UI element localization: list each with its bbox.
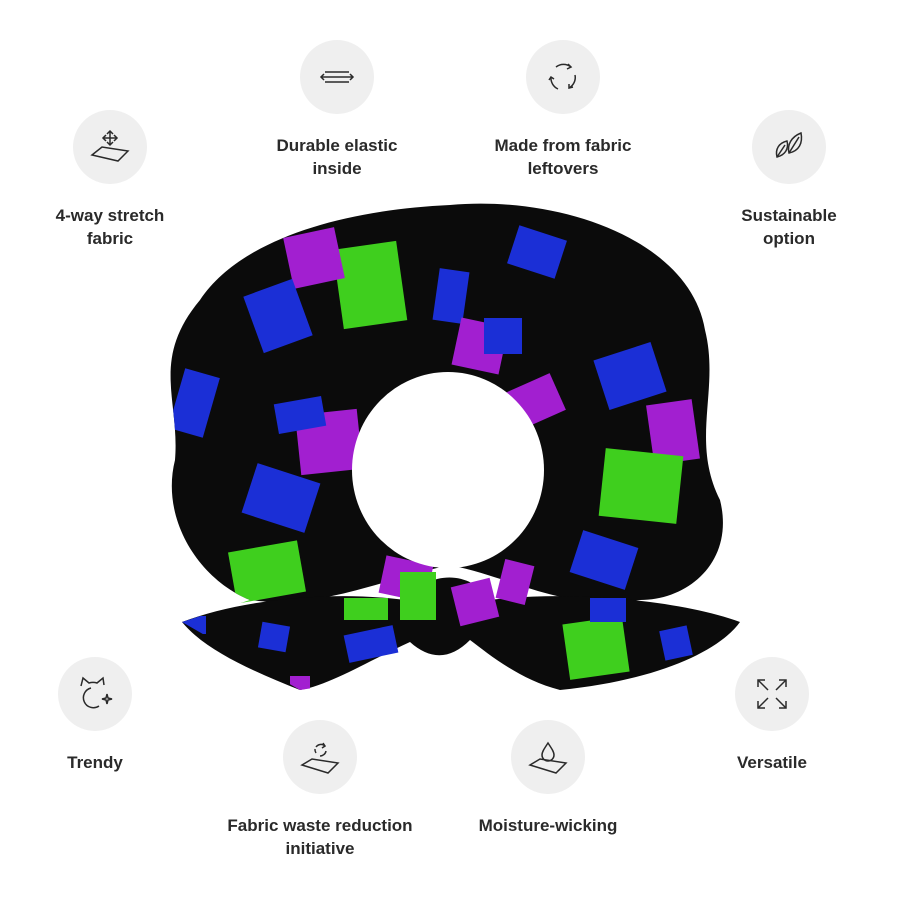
feature-label: 4-way stretch fabric xyxy=(55,206,165,248)
elastic-icon xyxy=(300,40,374,114)
feature-sustainable: Sustainable option xyxy=(679,110,899,250)
water-drop-icon xyxy=(511,720,585,794)
feature-trendy: Trendy xyxy=(0,657,205,774)
recycle-arrows-icon xyxy=(526,40,600,114)
feature-label: Made from fabric leftovers xyxy=(494,136,632,178)
scrunchie-ring xyxy=(170,203,723,602)
feature-label: Versatile xyxy=(737,753,807,772)
feature-elastic: Durable elastic inside xyxy=(227,40,447,180)
feature-label: Sustainable option xyxy=(741,206,837,248)
feature-label: Durable elastic inside xyxy=(276,136,398,178)
stretch-fabric-icon xyxy=(73,110,147,184)
leaves-icon xyxy=(752,110,826,184)
cat-sparkle-icon xyxy=(58,657,132,731)
feature-label: Moisture-wicking xyxy=(478,816,618,835)
feature-leftovers: Made from fabric leftovers xyxy=(453,40,673,180)
feature-stretch: 4-way stretch fabric xyxy=(0,110,220,250)
feature-waste: Fabric waste reduction initiative xyxy=(210,720,430,860)
feature-moisture: Moisture-wicking xyxy=(438,720,658,837)
feature-label: Fabric waste reduction initiative xyxy=(227,816,413,858)
fabric-recycle-icon xyxy=(283,720,357,794)
feature-versatile: Versatile xyxy=(662,657,882,774)
feature-label: Trendy xyxy=(67,753,123,772)
expand-arrows-icon xyxy=(735,657,809,731)
